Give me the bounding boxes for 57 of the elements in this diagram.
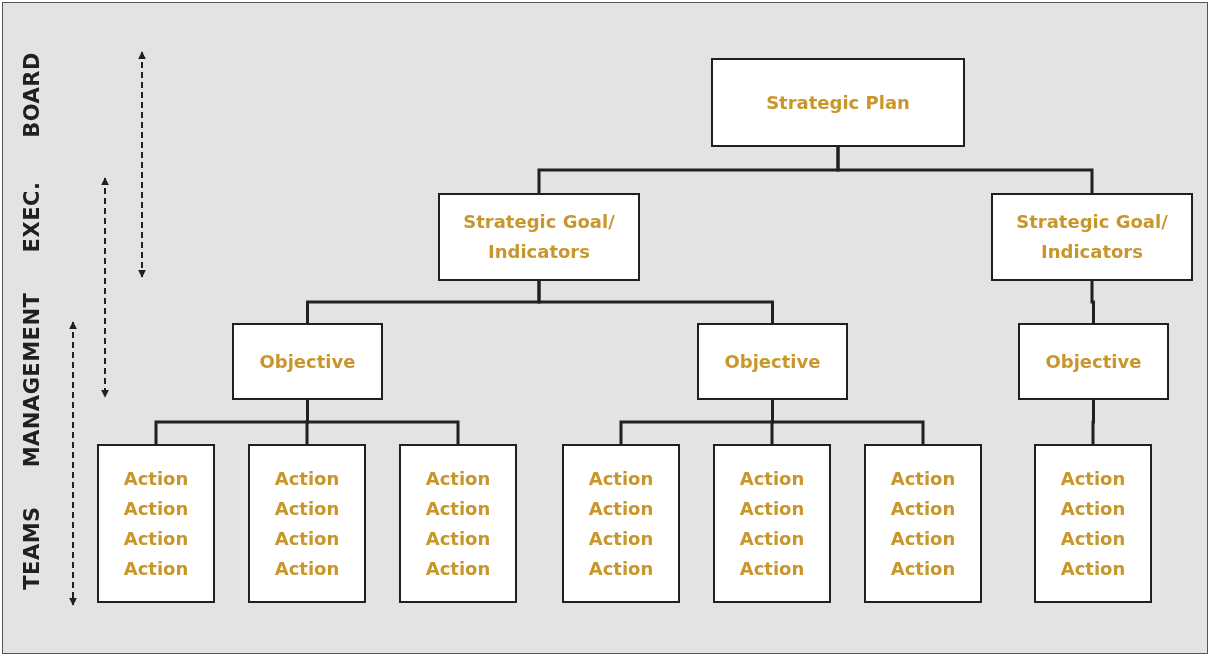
node-text: Action xyxy=(123,496,189,521)
action-box xyxy=(1034,444,1152,603)
node-text: Action xyxy=(425,466,491,491)
node-text: Strategic Goal/ Indicators xyxy=(462,210,616,264)
node-text: Action xyxy=(123,526,189,551)
connector-line xyxy=(306,400,460,444)
connector-line xyxy=(1090,281,1095,323)
goal-box xyxy=(991,193,1193,281)
node-text: Objective xyxy=(1045,349,1142,374)
node-text: Action xyxy=(588,526,654,551)
node-text: Objective xyxy=(259,349,356,374)
node-text: Action xyxy=(1060,466,1126,491)
node-text: Action xyxy=(890,526,956,551)
action-box xyxy=(713,444,831,603)
node-text: Action xyxy=(890,556,956,581)
connector-line xyxy=(537,281,774,323)
level-label: BOARD xyxy=(20,52,44,138)
action-box xyxy=(399,444,517,603)
objective-box xyxy=(232,323,383,400)
node-text: Action xyxy=(588,466,654,491)
node-text: Action xyxy=(739,496,805,521)
action-box xyxy=(562,444,680,603)
node-text: Action xyxy=(1060,526,1126,551)
objective-box xyxy=(1018,323,1169,400)
node-text: Action xyxy=(274,526,340,551)
node-text: Action xyxy=(890,496,956,521)
node-text: Action xyxy=(274,466,340,491)
action-box xyxy=(248,444,366,603)
node-text: Objective xyxy=(724,349,821,374)
goal-box xyxy=(438,193,640,281)
node-text: Action xyxy=(425,556,491,581)
node-text: Action xyxy=(890,466,956,491)
node-text: Action xyxy=(739,466,805,491)
node-text: Action xyxy=(1060,496,1126,521)
node-text: Action xyxy=(588,496,654,521)
plan-box xyxy=(711,58,965,147)
node-text: Action xyxy=(1060,556,1126,581)
connector-line xyxy=(1091,400,1095,444)
node-text: Action xyxy=(123,556,189,581)
node-text: Action xyxy=(425,496,491,521)
level-label: MANAGEMENT xyxy=(20,292,44,468)
node-text: Action xyxy=(274,556,340,581)
connector-line xyxy=(836,147,1094,193)
node-text: Action xyxy=(588,556,654,581)
level-label: EXEC. xyxy=(20,181,44,253)
node-text: Action xyxy=(425,526,491,551)
node-text: Strategic Goal/ Indicators xyxy=(1015,210,1169,264)
node-text: Action xyxy=(123,466,189,491)
level-label: TEAMS xyxy=(20,506,44,590)
connector-line xyxy=(771,400,925,444)
objective-box xyxy=(697,323,848,400)
action-box xyxy=(97,444,215,603)
node-text: Action xyxy=(274,496,340,521)
node-text: Strategic Plan xyxy=(766,90,910,115)
node-text: Action xyxy=(739,556,805,581)
action-box xyxy=(864,444,982,603)
node-text: Action xyxy=(739,526,805,551)
